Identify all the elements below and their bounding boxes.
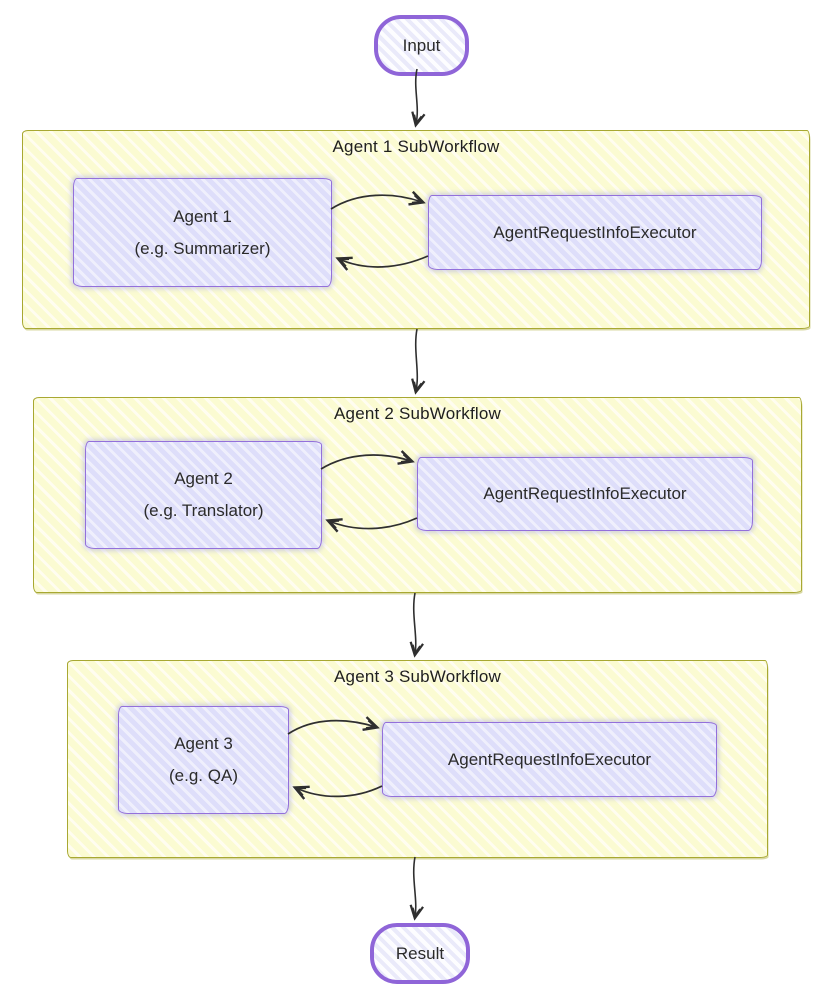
agent-3-node: Agent 3 (e.g. QA) bbox=[118, 706, 289, 814]
executor-3-node: AgentRequestInfoExecutor bbox=[382, 722, 717, 797]
executor-1-node: AgentRequestInfoExecutor bbox=[428, 195, 762, 270]
agent-1-label-line2: (e.g. Summarizer) bbox=[134, 238, 271, 258]
agent-3-label-line1: Agent 3 bbox=[174, 734, 233, 753]
executor-3-label: AgentRequestInfoExecutor bbox=[447, 749, 652, 769]
subworkflow-1-title: Agent 1 SubWorkflow bbox=[332, 137, 500, 156]
edge-subworkflow-2-to-subworkflow-3 bbox=[409, 592, 424, 658]
agent-2-node: Agent 2 (e.g. Translator) bbox=[85, 441, 322, 549]
agent-1-node: Agent 1 (e.g. Summarizer) bbox=[73, 178, 332, 287]
executor-1-label: AgentRequestInfoExecutor bbox=[493, 222, 697, 242]
result-node-label: Result bbox=[395, 943, 445, 963]
executor-2-label: AgentRequestInfoExecutor bbox=[483, 484, 687, 503]
result-node: Result bbox=[370, 923, 470, 984]
input-node-label: Input bbox=[402, 35, 441, 55]
agent-2-label-line1: Agent 2 bbox=[174, 469, 233, 488]
agent-3-label-line2: (e.g. QA) bbox=[169, 766, 238, 785]
edge-subworkflow-1-to-subworkflow-2 bbox=[411, 328, 426, 395]
edge-subworkflow-3-to-result bbox=[409, 856, 424, 921]
subworkflow-3-title: Agent 3 SubWorkflow bbox=[334, 667, 501, 686]
edge-input-to-subworkflow-1 bbox=[411, 68, 426, 128]
input-node: Input bbox=[374, 15, 469, 76]
executor-2-node: AgentRequestInfoExecutor bbox=[417, 457, 753, 531]
agent-1-label-line1: Agent 1 bbox=[173, 206, 232, 226]
agent-2-label-line2: (e.g. Translator) bbox=[143, 501, 264, 520]
subworkflow-2-title: Agent 2 SubWorkflow bbox=[334, 404, 501, 423]
